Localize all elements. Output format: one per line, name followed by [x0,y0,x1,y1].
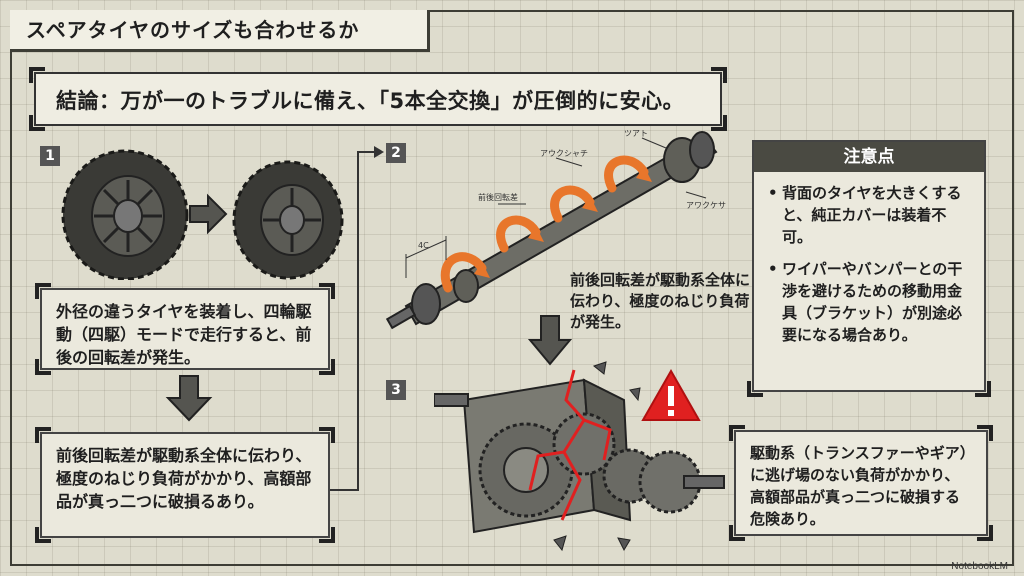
bracket-corner [29,115,45,131]
bracket-corner [977,525,993,541]
caution-item: • ワイパーやバンパーとの干渉を避けるための移動用金具（ブラケット）が別途必要に… [768,258,972,346]
conclusion-banner: 結論：万が一のトラブルに備え、「5本全交換」が圧倒的に安心。 [29,67,727,131]
caution-item-text: ワイパーやバンパーとの干渉を避けるための移動用金具（ブラケット）が別途必要になる… [782,260,963,344]
bracket-corner [319,359,335,375]
caution-item: • 背面のタイヤを大きくすると、純正カバーは装着不可。 [768,182,972,248]
down-arrow-icon [528,315,572,366]
step-2-text: 前後回転差が駆動系全体に伝わり、極度のねじり負荷が発生。 [570,271,751,331]
bracket-corner [977,425,993,441]
warning-triangle-icon [641,368,701,421]
bracket-corner [35,283,51,299]
drive-shaft-icon [386,131,718,330]
small-tire-icon [232,160,344,280]
bracket-corner [711,67,727,83]
bracket-corner [729,525,745,541]
dim-label: 4C [418,241,429,250]
bullet-icon: • [768,260,778,278]
tire-comparison-illustration [61,149,344,280]
down-arrow-icon [165,375,213,422]
step-1-text-box: 外径の違うタイヤを装着し、四輪駆動（四駆）モードで走行すると、前後の回転差が発生… [35,283,335,375]
caution-panel: 注意点 • 背面のタイヤを大きくすると、純正カバーは装着不可。 • ワイパーやバ… [747,140,991,397]
bracket-corner [35,527,51,543]
twist-arrow-icon [440,155,649,293]
bracket-corner [975,381,991,397]
bracket-corner [319,527,335,543]
bracket-corner [29,67,45,83]
watermark: NotebookLM [951,561,1008,572]
step-3-text: 駆動系（トランスファーやギア）に逃げ場のない負荷がかかり、高額部品が真っ二つに破… [750,444,968,528]
bracket-corner [747,381,763,397]
bracket-corner [319,283,335,299]
page-title: スペアタイヤのサイズも合わせるか [10,10,430,52]
step-1-badge: 1 [40,146,60,166]
coupling-left-label: アウクシャチ [540,149,588,158]
step-3-badge: 3 [386,380,406,400]
large-tire-icon [61,149,189,280]
coupling-right-label: アワクケサチ [686,201,726,210]
caution-list: • 背面のタイヤを大きくすると、純正カバーは装着不可。 • ワイパーやバンパーと… [754,172,984,346]
caution-item-text: 背面のタイヤを大きくすると、純正カバーは装着不可。 [782,184,962,246]
bracket-corner [319,427,335,443]
crack-icon [528,369,612,521]
drive-shaft-illustration: 4C 前後回転差 アウクシャチ ツアト アワクケサチ [386,129,726,330]
outer-frame [10,10,1014,566]
step-1b-text: 前後回転差が駆動系全体に伝わり、極度のねじり負荷がかかり、高額部品が真っ二つに破… [56,446,312,511]
bracket-corner [35,359,51,375]
step-3-text-box: 駆動系（トランスファーやギア）に逃げ場のない負荷がかかり、高額部品が真っ二つに破… [729,425,993,541]
debris-icon [553,361,641,552]
flow-connector [330,146,384,491]
bracket-corner [729,425,745,441]
step-1b-text-box: 前後回転差が駆動系全体に伝わり、極度のねじり負荷がかかり、高額部品が真っ二つに破… [35,427,335,543]
bracket-corner [711,115,727,131]
bullet-icon: • [768,184,778,202]
caution-header: 注意点 [754,142,984,172]
broken-transfer-illustration [434,361,725,552]
bracket-corner [35,427,51,443]
conclusion-text: 結論：万が一のトラブルに備え、「5本全交換」が圧倒的に安心。 [56,89,685,113]
step-2-badge: 2 [386,143,406,163]
step-1-text: 外径の違うタイヤを装着し、四輪駆動（四駆）モードで走行すると、前後の回転差が発生… [56,302,312,367]
top-label: ツアト [624,129,648,138]
front-rear-label: 前後回転差 [478,192,518,202]
right-arrow-icon [189,193,228,235]
